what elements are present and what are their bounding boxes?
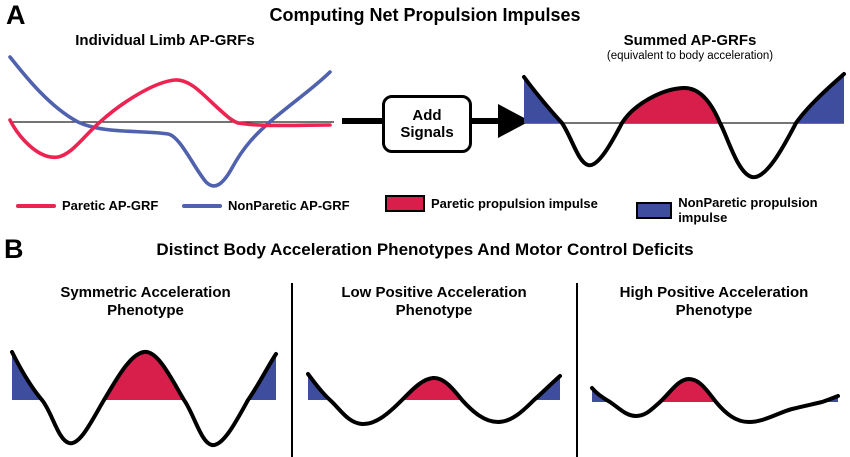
paretic-impulse-fill	[660, 379, 716, 402]
acceleration-curve	[10, 350, 278, 447]
title-line-2: Phenotype	[675, 302, 753, 319]
summed-plot-subtitle: (equivalent to body acceleration)	[606, 50, 774, 62]
paretic-fill-swatch	[385, 195, 425, 212]
legend-nonparetic-impulse: NonParetic propulsion impulse	[636, 195, 850, 225]
title-line-2: Phenotype	[395, 302, 473, 319]
nonparetic-fill-swatch	[636, 201, 673, 219]
individual-limb-grf-plot	[8, 55, 334, 188]
nonparetic-grf-curve	[8, 55, 332, 188]
paretic-line-swatch	[16, 203, 56, 208]
acceleration-curve	[306, 372, 562, 427]
summed-grf-plot	[522, 72, 846, 180]
legend-paretic-grf: Paretic AP-GRF	[16, 198, 158, 213]
individual-limb-plot-title: Individual Limb AP-GRFs	[75, 32, 255, 49]
paretic-grf-curve	[8, 78, 332, 159]
panel-b-letter: B	[4, 234, 24, 264]
add-signals-line1: Add	[412, 106, 442, 124]
add-signals-line2: Signals	[400, 124, 454, 141]
acceleration-curve	[590, 377, 840, 424]
nonparetic-impulse-fill-left	[592, 388, 610, 402]
phenotype-plot-low-positive	[306, 372, 562, 427]
legend-label: NonParetic propulsion impulse	[678, 195, 818, 225]
nonparetic-impulse-fill-left	[12, 352, 42, 400]
phenotype-title-high-positive: High Positive Acceleration Phenotype	[586, 284, 842, 320]
legend-nonparetic-grf: NonParetic AP-GRF	[182, 198, 350, 213]
panel-divider-1	[291, 283, 293, 457]
title-line-2: Phenotype	[107, 302, 184, 319]
paretic-impulse-fill	[104, 351, 184, 400]
nonparetic-line-swatch	[182, 203, 222, 208]
nonparetic-impulse-fill-left	[524, 77, 562, 123]
arrow-head	[498, 104, 530, 138]
summed-grf-curve	[522, 72, 846, 180]
panel-a-title: Computing Net Propulsion Impulses	[269, 5, 581, 25]
phenotype-title-low-positive: Low Positive Acceleration Phenotype	[300, 284, 568, 320]
nonparetic-impulse-fill-left	[308, 374, 330, 400]
phenotype-plot-high-positive	[590, 377, 840, 424]
title-line-1: Low Positive Acceleration	[341, 284, 527, 301]
phenotype-plot-symmetric	[10, 350, 278, 447]
panel-divider-2	[576, 283, 578, 457]
panel-a-letter: A	[6, 0, 26, 30]
legend-label: NonParetic AP-GRF	[228, 198, 350, 213]
paretic-impulse-fill	[402, 377, 462, 400]
panel-b-title: Distinct Body Acceleration Phenotypes An…	[156, 240, 694, 259]
nonparetic-impulse-fill-right	[822, 396, 838, 402]
legend-paretic-impulse: Paretic propulsion impulse	[385, 195, 598, 212]
title-line-1: Symmetric Acceleration	[60, 284, 231, 301]
phenotype-title-symmetric: Symmetric Acceleration Phenotype	[8, 284, 283, 320]
title-line-1: High Positive Acceleration	[619, 284, 809, 301]
legend-label: Paretic propulsion impulse	[431, 196, 598, 211]
paretic-impulse-fill	[622, 87, 720, 123]
add-signals-box: Add Signals	[382, 95, 472, 153]
summed-plot-title: Summed AP-GRFs	[623, 32, 757, 49]
legend-label: Paretic AP-GRF	[62, 198, 159, 213]
